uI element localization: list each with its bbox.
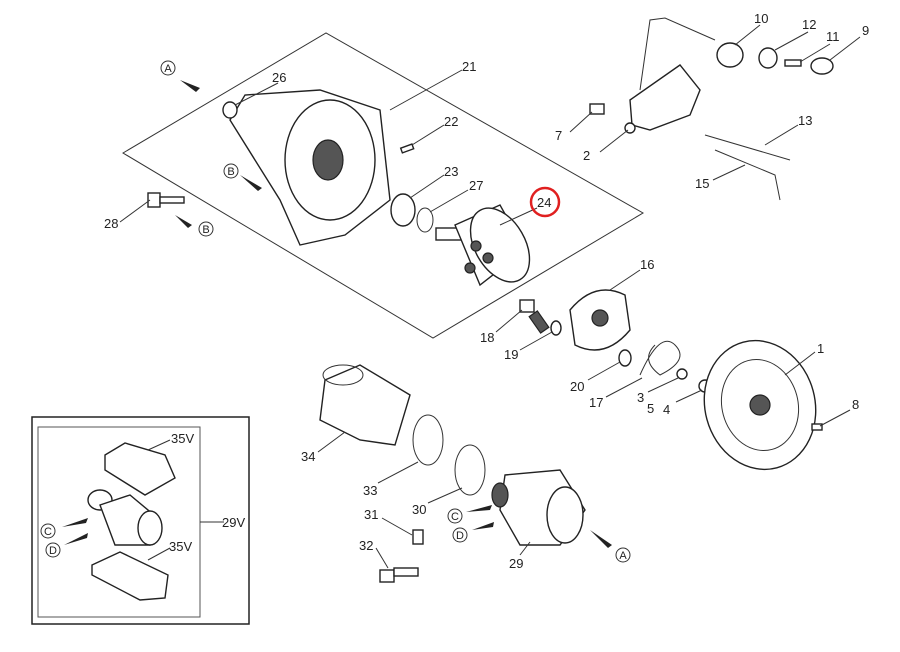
label-30: 30 xyxy=(412,502,426,517)
label-10: 10 xyxy=(754,11,768,26)
highlight-circle xyxy=(529,186,561,218)
bolt-18-part xyxy=(519,299,535,313)
bolt-32-shank xyxy=(393,567,419,577)
letter-a: A xyxy=(619,550,627,562)
label-5: 5 xyxy=(647,401,654,416)
label-18: 18 xyxy=(480,330,494,345)
label-34: 34 xyxy=(301,449,315,464)
nut-part xyxy=(676,368,688,380)
label-9: 9 xyxy=(862,23,869,38)
label-13: 13 xyxy=(798,113,812,128)
washer-19-part xyxy=(550,320,562,336)
label-23: 23 xyxy=(444,164,458,179)
key-8-part xyxy=(811,423,823,431)
label-15: 15 xyxy=(695,176,709,191)
label-2: 2 xyxy=(583,148,590,163)
pin-part xyxy=(399,143,415,154)
cover-35v-upper-part xyxy=(104,442,176,496)
label-26: 26 xyxy=(272,70,286,85)
label-29: 29 xyxy=(509,556,523,571)
label-22: 22 xyxy=(444,114,458,129)
carrier-29v-part xyxy=(87,489,163,546)
label-32: 32 xyxy=(359,538,373,553)
spring-17-part xyxy=(639,340,681,376)
label-7: 7 xyxy=(555,128,562,143)
letter-d: D xyxy=(49,545,57,557)
carrier-29-part xyxy=(491,469,586,546)
circlip-33-part xyxy=(412,414,444,466)
cover-35v-lower-part xyxy=(91,551,169,601)
bearing-part xyxy=(390,193,416,227)
letter-b: B xyxy=(202,224,209,236)
circlip-30-part xyxy=(454,444,486,496)
label-33: 33 xyxy=(363,483,377,498)
label-31: 31 xyxy=(364,507,378,522)
letter-c: C xyxy=(44,526,52,538)
label-35v-lower: 35V xyxy=(169,539,192,554)
label-11: 11 xyxy=(826,29,840,44)
letter-a: A xyxy=(164,63,172,75)
label-17: 17 xyxy=(589,395,603,410)
assembly-frame xyxy=(122,32,644,339)
label-4: 4 xyxy=(663,402,670,417)
clutch-drum-part xyxy=(435,204,531,287)
label-29v: 29V xyxy=(222,515,245,530)
washer-20-part xyxy=(618,349,632,367)
label-20: 20 xyxy=(570,379,584,394)
label-27: 27 xyxy=(469,178,483,193)
label-24: 24 xyxy=(537,195,551,210)
ignition-coil-part xyxy=(589,17,834,134)
leader-lines xyxy=(119,24,861,569)
bolt-31-part xyxy=(412,529,424,545)
label-21: 21 xyxy=(462,59,476,74)
tube-34-part xyxy=(319,364,411,446)
label-12: 12 xyxy=(802,17,816,32)
wire-15-part xyxy=(714,149,781,201)
reference-letters xyxy=(40,60,631,563)
label-1: 1 xyxy=(817,341,824,356)
part-labels: 1 2 3 4 5 7 8 9 10 11 12 13 15 16 17 18 … xyxy=(104,11,869,571)
letter-c: C xyxy=(451,511,459,523)
flywheel-part xyxy=(703,339,817,471)
letter-d: D xyxy=(456,530,464,542)
clutch-housing-part xyxy=(222,89,391,246)
direction-arrows xyxy=(62,80,612,548)
bolt-28-part xyxy=(147,192,185,208)
label-16: 16 xyxy=(640,257,654,272)
wire-13-part xyxy=(704,134,791,161)
label-3: 3 xyxy=(637,390,644,405)
circlip-part xyxy=(416,207,434,233)
label-35v-upper: 35V xyxy=(171,431,194,446)
bolt-32-part xyxy=(379,569,395,583)
letter-b: B xyxy=(227,166,234,178)
spring-part xyxy=(528,310,550,334)
label-8: 8 xyxy=(852,397,859,412)
inset-box-outer xyxy=(31,416,250,625)
label-28: 28 xyxy=(104,216,118,231)
clutch-shoe-part xyxy=(569,289,631,351)
label-19: 19 xyxy=(504,347,518,362)
